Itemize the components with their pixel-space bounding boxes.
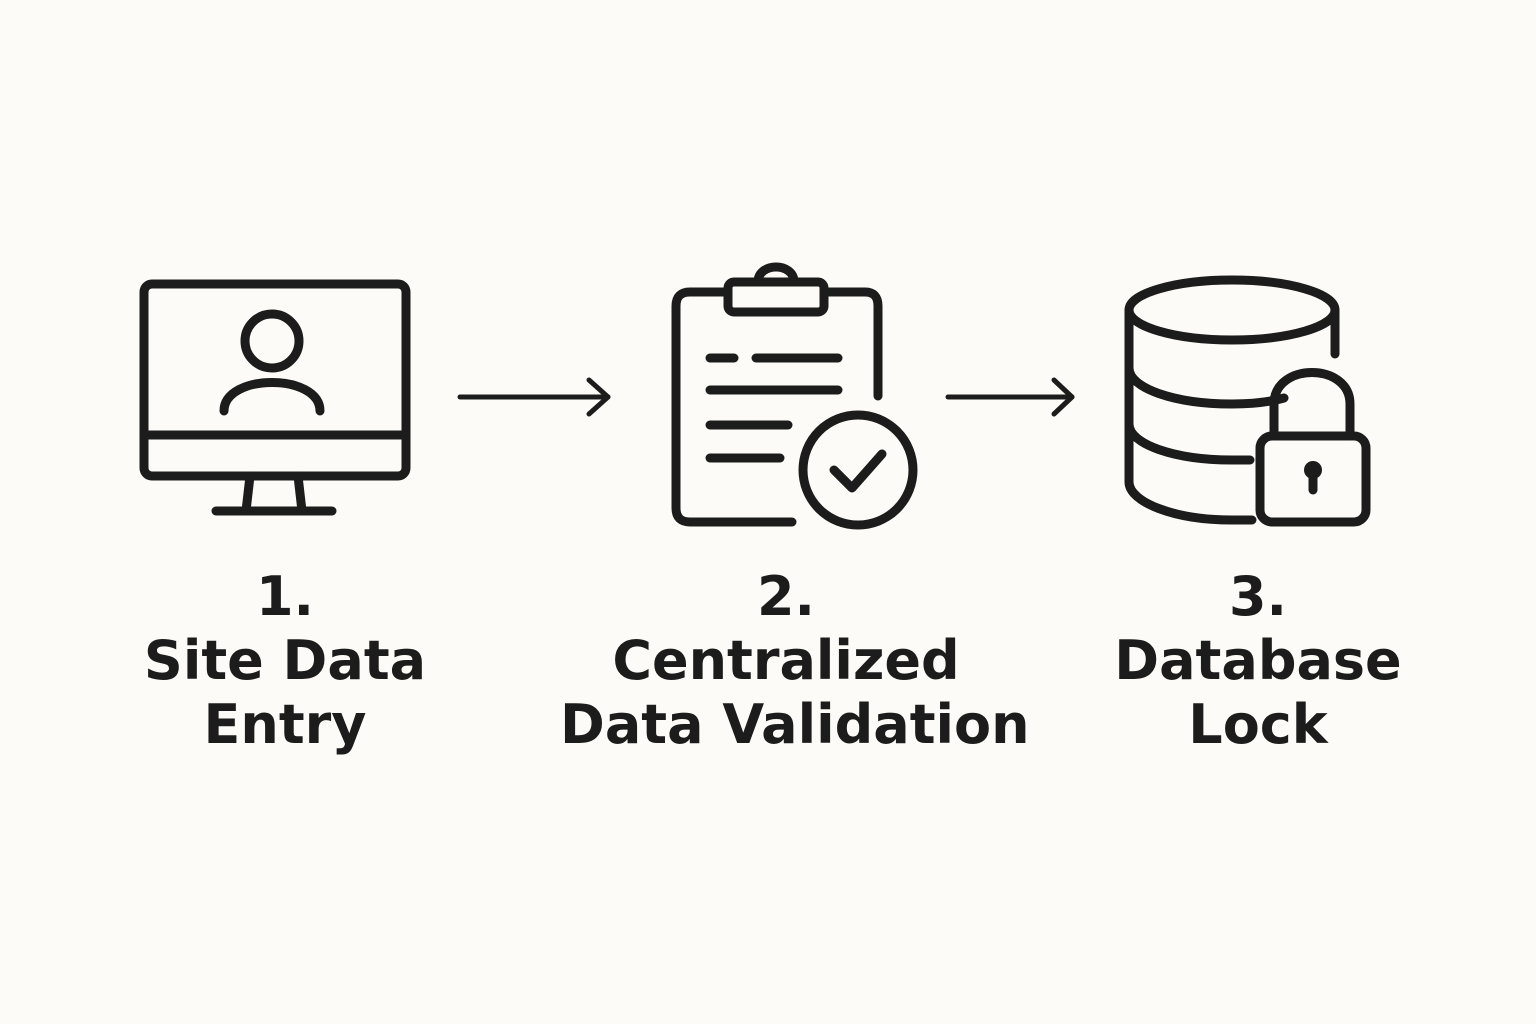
step-1-label: 1. Site Data Entry: [135, 565, 435, 757]
step-1-number: 1.: [255, 565, 315, 628]
step-3-label: 3. Database Lock: [1100, 565, 1416, 757]
step-3-title-line1: Database: [1114, 629, 1402, 692]
step-1-title-line1: Site Data: [143, 629, 427, 692]
step-3-number: 3.: [1228, 565, 1288, 628]
clipboard-check-icon: [670, 258, 922, 534]
step-1-title-line2: Entry: [203, 693, 367, 756]
monitor-user-icon: [138, 278, 412, 520]
step-2-label: 2. Centralized Data Validation: [560, 565, 1030, 757]
step-2-title-line1: Centralized: [612, 629, 960, 692]
database-lock-icon: [1124, 270, 1378, 532]
arrow-right-icon: [944, 374, 1078, 420]
step-3-title-line2: Lock: [1188, 693, 1328, 756]
step-2-number: 2.: [756, 565, 816, 628]
step-2-title-line2: Data Validation: [560, 693, 1030, 756]
arrow-right-icon: [456, 374, 614, 420]
